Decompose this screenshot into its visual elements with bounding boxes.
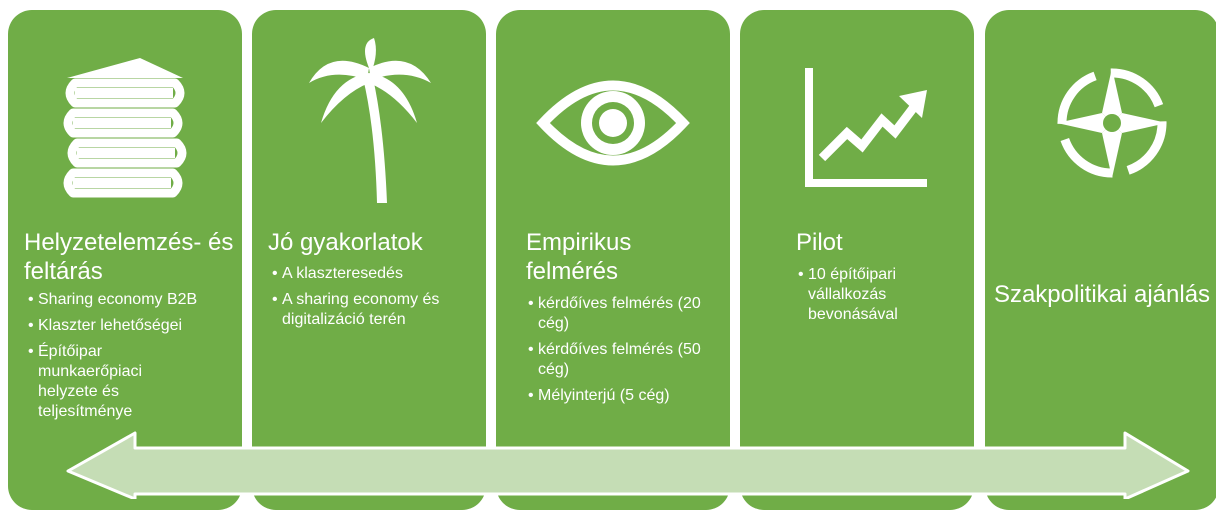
books-icon	[8, 28, 242, 208]
bullet-item: 10 építőipari vállalkozás bevonásával	[798, 265, 948, 325]
palm-tree-icon	[252, 28, 486, 208]
bullet-item: A sharing economy és digitalizáció terén	[272, 290, 482, 330]
stage-card-5: Szakpolitikai ajánlás	[985, 10, 1216, 510]
stage-bullets: 10 építőipari vállalkozás bevonásával	[798, 265, 948, 331]
stage-card-3: Empirikus felmérés kérdőíves felmérés (2…	[496, 10, 730, 510]
stage-bullets: A klaszteresedés A sharing economy és di…	[272, 264, 482, 336]
stage-bullets: kérdőíves felmérés (20 cég) kérdőíves fe…	[528, 294, 728, 412]
stage-card-2: Jó gyakorlatok A klaszteresedés A sharin…	[252, 10, 486, 510]
line-chart-icon	[740, 28, 974, 208]
stage-title: Empirikus felmérés	[526, 229, 632, 285]
bullet-item: A klaszteresedés	[272, 264, 482, 284]
bullet-item: Sharing economy B2B	[28, 290, 238, 310]
stage-title: Pilot	[796, 229, 843, 256]
bullet-item: Klaszter lehetőségei	[28, 316, 238, 336]
stage-title: Szakpolitikai ajánlás	[993, 281, 1211, 308]
bullet-item: Építőipar munkaerőpiaci helyzete és telj…	[28, 342, 178, 422]
bullet-item: Mélyinterjú (5 cég)	[528, 386, 728, 406]
eye-icon	[496, 28, 730, 208]
stage-title: Jó gyakorlatok	[268, 229, 423, 256]
stage-bullets: Sharing economy B2B Klaszter lehetőségei…	[28, 290, 238, 428]
bullet-item: kérdőíves felmérés (50 cég)	[528, 340, 728, 380]
stage-title: Helyzetelemzés- és feltárás	[24, 229, 234, 285]
stage-card-1: Helyzetelemzés- és feltárás Sharing econ…	[8, 10, 242, 510]
compass-icon	[985, 28, 1216, 208]
stage-card-4: Pilot 10 építőipari vállalkozás bevonásá…	[740, 10, 974, 510]
bullet-item: kérdőíves felmérés (20 cég)	[528, 294, 728, 334]
